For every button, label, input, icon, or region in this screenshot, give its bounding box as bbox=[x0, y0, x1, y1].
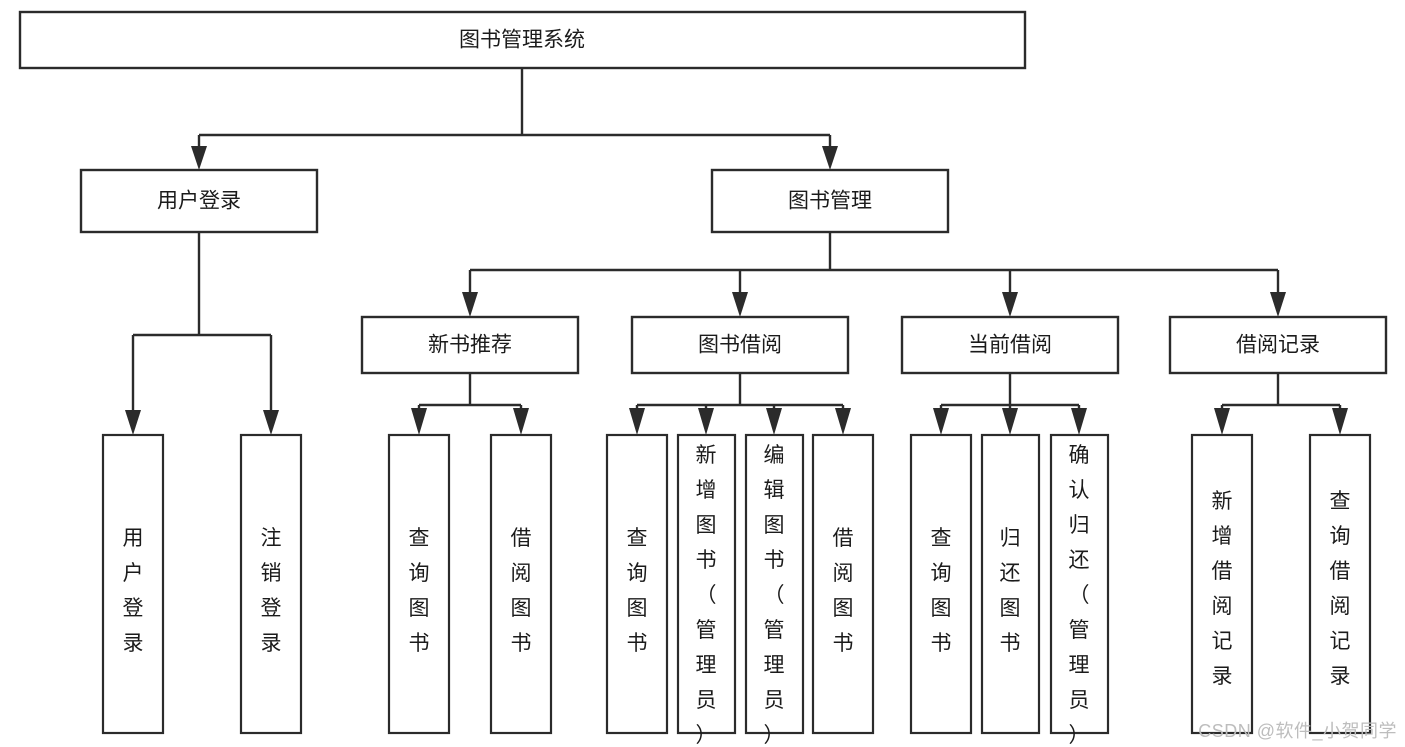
node-current-borrow[interactable]: 当前借阅 bbox=[900, 315, 1120, 375]
node-leaf-return-book[interactable]: 归还图书 bbox=[980, 433, 1041, 735]
arrow-head-leaf-return-book bbox=[1002, 408, 1018, 435]
node-book-borrow[interactable]: 图书借阅 bbox=[630, 315, 850, 375]
node-leaf-return-book-box[interactable] bbox=[980, 433, 1041, 735]
arrow-head-leaf-user-logout bbox=[263, 410, 279, 435]
node-leaf-add-book-box[interactable] bbox=[676, 433, 737, 735]
arrow-head-book-manage bbox=[822, 146, 838, 170]
node-leaf-user-login[interactable]: 用户登录 bbox=[101, 433, 165, 735]
arrow-head-leaf-add-book bbox=[698, 408, 714, 435]
node-leaf-confirm-return[interactable]: 确认归还（管理员） bbox=[1049, 433, 1110, 747]
node-leaf-user-login-label: 用户登录 bbox=[123, 527, 144, 655]
connector-layer bbox=[125, 68, 1348, 435]
arrow-head-user-login bbox=[191, 146, 207, 170]
node-leaf-return-book-label: 归还图书 bbox=[1000, 527, 1021, 655]
node-borrow-record-label: 借阅记录 bbox=[1236, 334, 1320, 357]
node-leaf-query-book-1[interactable]: 查询图书 bbox=[387, 433, 451, 735]
arrow-head-leaf-add-record bbox=[1214, 408, 1230, 435]
node-borrow-record-box[interactable] bbox=[1168, 315, 1388, 375]
node-leaf-query-record-label: 查询借阅记录 bbox=[1330, 490, 1351, 688]
node-leaf-confirm-return-box[interactable] bbox=[1049, 433, 1110, 735]
node-root-label: 图书管理系统 bbox=[459, 29, 585, 52]
node-leaf-query-book-2-label: 查询图书 bbox=[627, 527, 648, 655]
node-borrow-record[interactable]: 借阅记录 bbox=[1168, 315, 1388, 375]
arrow-head-leaf-borrow-book-2 bbox=[835, 408, 851, 435]
node-leaf-query-book-2[interactable]: 查询图书 bbox=[605, 433, 669, 735]
node-book-borrow-box[interactable] bbox=[630, 315, 850, 375]
node-user-login[interactable]: 用户登录 bbox=[79, 168, 319, 234]
node-user-login-label: 用户登录 bbox=[157, 190, 241, 213]
node-book-manage[interactable]: 图书管理 bbox=[710, 168, 950, 234]
node-leaf-query-book-3-box[interactable] bbox=[909, 433, 973, 735]
node-leaf-user-logout-box[interactable] bbox=[239, 433, 303, 735]
node-leaf-user-login-box[interactable] bbox=[101, 433, 165, 735]
node-leaf-borrow-book-2-box[interactable] bbox=[811, 433, 875, 735]
node-leaf-add-record-box[interactable] bbox=[1190, 433, 1254, 735]
node-leaf-add-book-label: 新增图书（管理员） bbox=[696, 444, 717, 747]
node-leaf-borrow-book-2[interactable]: 借阅图书 bbox=[811, 433, 875, 735]
arrow-head-current-borrow bbox=[1002, 292, 1018, 317]
node-root[interactable]: 图书管理系统 bbox=[18, 10, 1027, 70]
csdn-watermark: CSDN @软件_小贺同学 bbox=[1198, 721, 1397, 741]
arrow-head-leaf-user-login bbox=[125, 410, 141, 435]
node-leaf-borrow-book-1[interactable]: 借阅图书 bbox=[489, 433, 553, 735]
node-book-borrow-label: 图书借阅 bbox=[698, 334, 782, 357]
node-leaf-edit-book-box[interactable] bbox=[744, 433, 805, 735]
node-leaf-borrow-book-1-label: 借阅图书 bbox=[511, 527, 532, 655]
arrow-head-leaf-query-record bbox=[1332, 408, 1348, 435]
arrow-head-new-book-recommend bbox=[462, 292, 478, 317]
node-leaf-query-book-1-box[interactable] bbox=[387, 433, 451, 735]
node-leaf-confirm-return-label: 确认归还（管理员） bbox=[1069, 444, 1090, 747]
node-current-borrow-box[interactable] bbox=[900, 315, 1120, 375]
arrow-head-leaf-query-book-3 bbox=[933, 408, 949, 435]
node-leaf-user-logout[interactable]: 注销登录 bbox=[239, 433, 303, 735]
node-root-box[interactable] bbox=[18, 10, 1027, 70]
node-leaf-query-record-box[interactable] bbox=[1308, 433, 1372, 735]
node-book-manage-label: 图书管理 bbox=[788, 190, 872, 213]
node-new-book-recommend-label: 新书推荐 bbox=[428, 334, 512, 357]
node-leaf-edit-book-label: 编辑图书（管理员） bbox=[764, 444, 785, 747]
arrow-head-borrow-record bbox=[1270, 292, 1286, 317]
node-leaf-query-book-3-label: 查询图书 bbox=[931, 527, 952, 655]
node-leaf-borrow-book-2-label: 借阅图书 bbox=[833, 527, 854, 655]
node-leaf-edit-book[interactable]: 编辑图书（管理员） bbox=[744, 433, 805, 747]
node-user-login-box[interactable] bbox=[79, 168, 319, 234]
node-book-manage-box[interactable] bbox=[710, 168, 950, 234]
node-leaf-query-record[interactable]: 查询借阅记录 bbox=[1308, 433, 1372, 735]
arrow-head-leaf-query-book-2 bbox=[629, 408, 645, 435]
arrow-head-leaf-edit-book bbox=[766, 408, 782, 435]
node-new-book-recommend-box[interactable] bbox=[360, 315, 580, 375]
node-leaf-query-book-1-label: 查询图书 bbox=[409, 527, 430, 655]
arrow-head-book-borrow bbox=[732, 292, 748, 317]
node-leaf-add-book[interactable]: 新增图书（管理员） bbox=[676, 433, 737, 747]
node-leaf-add-record[interactable]: 新增借阅记录 bbox=[1190, 433, 1254, 735]
node-current-borrow-label: 当前借阅 bbox=[968, 334, 1052, 357]
node-leaf-query-book-3[interactable]: 查询图书 bbox=[909, 433, 973, 735]
arrow-head-leaf-query-book-1 bbox=[411, 408, 427, 435]
arrow-head-leaf-confirm-return bbox=[1071, 408, 1087, 435]
arrow-head-leaf-borrow-book-1 bbox=[513, 408, 529, 435]
node-leaf-query-book-2-box[interactable] bbox=[605, 433, 669, 735]
node-leaf-user-logout-label: 注销登录 bbox=[261, 527, 282, 655]
node-new-book-recommend[interactable]: 新书推荐 bbox=[360, 315, 580, 375]
node-leaf-add-record-label: 新增借阅记录 bbox=[1212, 490, 1233, 688]
node-leaf-borrow-book-1-box[interactable] bbox=[489, 433, 553, 735]
